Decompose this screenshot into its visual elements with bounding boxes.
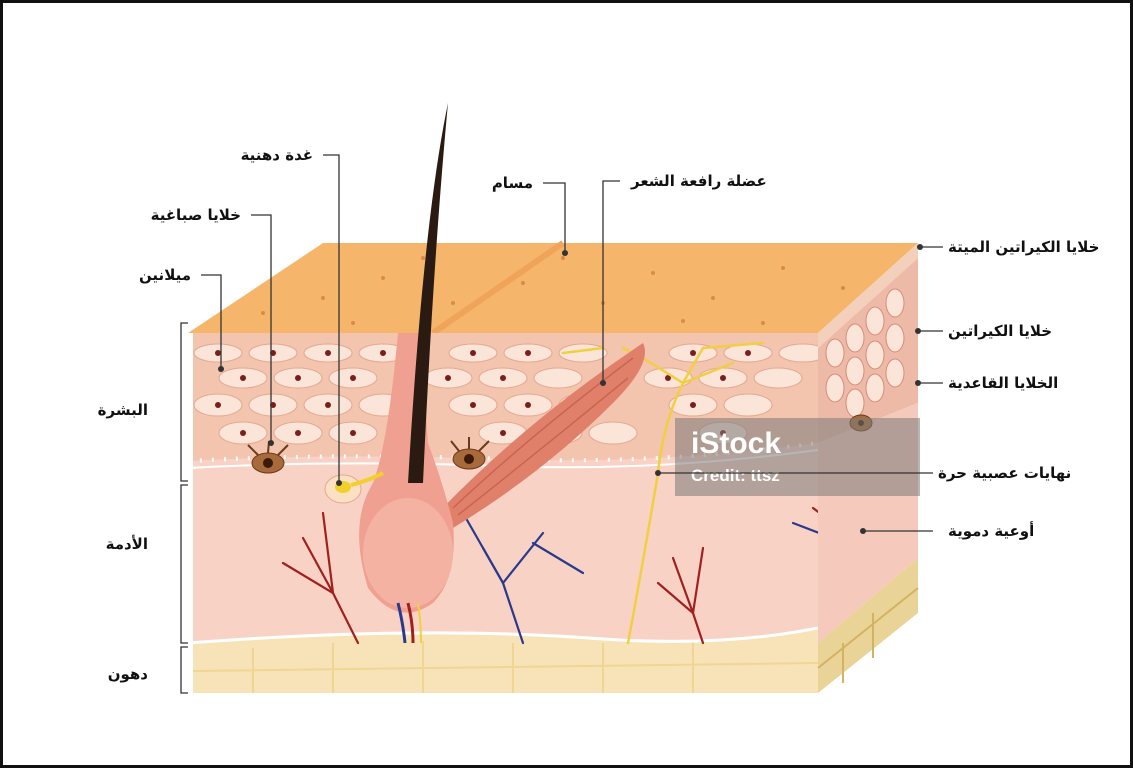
label-dead-keratinocytes: خلايا الكيراتين الميتة	[948, 238, 1099, 256]
istock-watermark: iStock Credit: ttsz	[675, 418, 920, 496]
fat-layer	[188, 628, 818, 698]
label-blood-vessels: أوعية دموية	[948, 521, 1034, 540]
label-basal-cells: الخلايا القاعدية	[948, 374, 1058, 392]
skin-surface	[188, 243, 918, 348]
label-epidermis: البشرة	[98, 401, 148, 419]
label-keratinocytes: خلايا الكيراتين	[948, 322, 1052, 340]
label-nerve-endings: نهايات عصبية حرة	[938, 464, 1071, 482]
label-dermis: الأدمة	[106, 535, 148, 553]
watermark-credit: Credit: ttsz	[691, 466, 780, 485]
skin-cross-section-diagram: iStock Credit: ttsz غدة دهنية خلايا صباغ…	[3, 3, 1133, 771]
layer-brackets	[181, 323, 188, 693]
label-melanocytes: خلايا صباغية	[151, 206, 241, 224]
label-sebaceous-gland: غدة دهنية	[241, 146, 313, 164]
label-arrector-pili: عضلة رافعة الشعر	[630, 172, 767, 190]
label-melanin: ميلانين	[139, 266, 191, 284]
label-pore: مسام	[492, 174, 533, 192]
watermark-brand: iStock	[691, 427, 781, 460]
label-fat: دهون	[108, 665, 149, 683]
